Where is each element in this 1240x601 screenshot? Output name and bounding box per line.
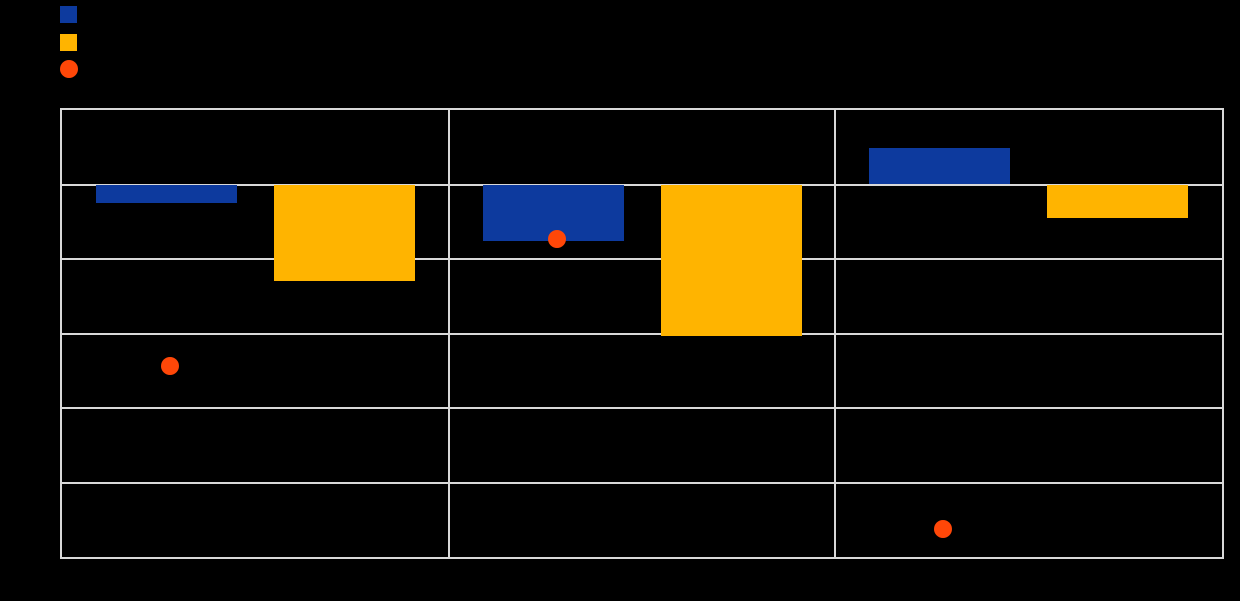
orange-circle-swatch bbox=[59, 60, 78, 78]
orange-point-marker bbox=[934, 519, 953, 538]
horizontal-gridline bbox=[62, 407, 1222, 409]
plot-area bbox=[60, 108, 1224, 559]
plot-inner bbox=[62, 110, 1222, 557]
blue-square-swatch bbox=[60, 6, 77, 23]
blue-bar bbox=[96, 184, 237, 204]
horizontal-gridline bbox=[62, 481, 1222, 484]
yellow-square-swatch bbox=[60, 34, 77, 51]
orange-point-marker bbox=[547, 229, 566, 248]
blue-bar bbox=[869, 147, 1011, 185]
vertical-gridline bbox=[447, 110, 450, 557]
yellow-bar bbox=[660, 184, 802, 336]
yellow-bar bbox=[1047, 184, 1189, 219]
horizontal-gridline bbox=[62, 332, 1222, 335]
yellow-bar bbox=[274, 184, 415, 282]
horizontal-gridline bbox=[62, 258, 1222, 260]
vertical-gridline bbox=[834, 110, 837, 557]
orange-point-marker bbox=[161, 356, 179, 375]
horizontal-gridline bbox=[62, 183, 1222, 186]
